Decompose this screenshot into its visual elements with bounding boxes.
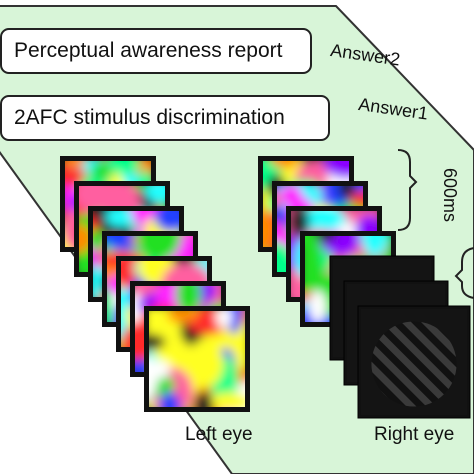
discrimination-box: 2AFC stimulus discrimination bbox=[0, 95, 330, 141]
right-eye-label: Right eye bbox=[374, 424, 455, 445]
right-eye-grating-frame-3 bbox=[357, 305, 471, 419]
left-eye-frame-7 bbox=[144, 306, 250, 412]
left-eye-label: Left eye bbox=[185, 424, 253, 445]
timing-bracket-600ms bbox=[397, 149, 418, 231]
left-eye-stimulus-stack bbox=[60, 156, 250, 412]
awareness-report-box: Perceptual awareness report bbox=[0, 28, 312, 74]
duration-label: 600ms bbox=[440, 168, 460, 223]
awareness-report-text: Perceptual awareness report bbox=[14, 39, 283, 62]
timing-brackets bbox=[397, 149, 474, 299]
timing-bracket-second bbox=[454, 247, 474, 299]
grating-stimulus bbox=[371, 321, 457, 407]
discrimination-text: 2AFC stimulus discrimination bbox=[14, 106, 285, 129]
right-eye-stimulus-stack bbox=[258, 156, 471, 419]
